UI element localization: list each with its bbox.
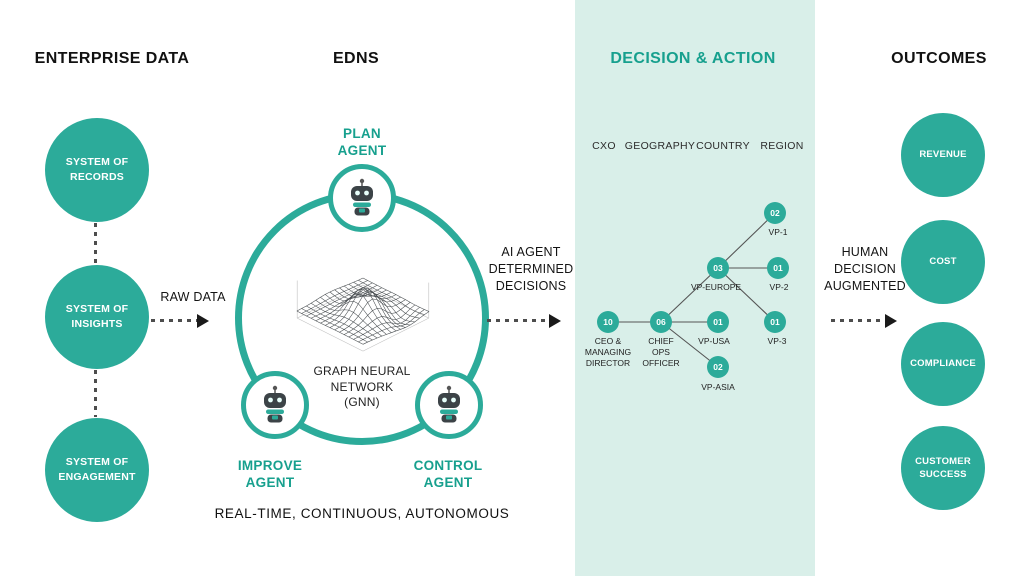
ai-agent-decisions-label: AI AGENT DETERMINED DECISIONS [488, 245, 574, 293]
outcome-revenue-label: REVENUE [919, 149, 967, 161]
tree-header-country: COUNTRY [696, 140, 750, 152]
edns-tagline: REAL-TIME, CONTINUOUS, AUTONOMOUS [214, 506, 510, 521]
org-label-vp-usa: VP-USA [698, 336, 730, 346]
edns-decision-arrow-line [487, 319, 549, 322]
human-decision-label: HUMAN DECISION AUGMENTED [824, 245, 906, 293]
raw-data-arrow-head [197, 314, 209, 328]
outcome-cost-circle: COST [901, 220, 985, 304]
org-node-vp-europe: 03 [707, 257, 729, 279]
org-node-vp-2: 01 [767, 257, 789, 279]
org-label-vp-europe: VP-EUROPE [690, 282, 742, 292]
header-decision-action: DECISION & ACTION [610, 50, 776, 67]
system-of-insights-circle: SYSTEM OF INSIGHTS [45, 265, 149, 369]
robot-icon [351, 178, 373, 216]
org-node-vp-asia: 02 [707, 356, 729, 378]
system-of-records-label: SYSTEM OF RECORDS [65, 156, 129, 183]
org-label-coo: CHIEF OPS OFFICER [642, 336, 680, 369]
org-label-vp-asia: VP-ASIA [701, 382, 735, 392]
system-of-insights-label: SYSTEM OF INSIGHTS [65, 303, 129, 330]
robot-icon [264, 385, 286, 423]
system-of-engagement-circle: SYSTEM OF ENGAGEMENT [45, 418, 149, 522]
org-node-vp-3: 01 [764, 311, 786, 333]
system-of-engagement-label: SYSTEM OF ENGAGEMENT [58, 456, 136, 483]
org-label-vp-3: VP-3 [767, 336, 787, 346]
decision-outcomes-arrow-line [831, 319, 885, 322]
control-agent-node [415, 371, 483, 439]
outcome-customer-success-circle: CUSTOMER SUCCESS [901, 426, 985, 510]
org-node-vp-usa: 01 [707, 311, 729, 333]
plan-agent-node [328, 164, 396, 232]
raw-data-arrow-line [151, 319, 197, 322]
raw-data-label: RAW DATA [160, 290, 226, 304]
records-insights-connector [94, 223, 97, 264]
edns-decision-arrow-head [549, 314, 561, 328]
org-node-coo: 06 [650, 311, 672, 333]
plan-agent-label: PLAN AGENT [337, 126, 387, 158]
outcome-revenue-circle: REVENUE [901, 113, 985, 197]
gnn-surface-plot [296, 277, 430, 352]
tree-header-region: REGION [760, 140, 804, 152]
org-label-vp-2: VP-2 [769, 282, 789, 292]
org-label-vp-1: VP-1 [768, 227, 788, 237]
outcome-customer-success-label: CUSTOMER SUCCESS [915, 455, 971, 480]
gnn-core-label: GRAPH NEURAL NETWORK (GNN) [313, 364, 411, 410]
insights-engagement-connector [94, 370, 97, 417]
outcome-cost-label: COST [929, 256, 957, 268]
tree-header-cxo: CXO [592, 140, 616, 152]
system-of-records-circle: SYSTEM OF RECORDS [45, 118, 149, 222]
org-label-ceo: CEO & MANAGING DIRECTOR [584, 336, 632, 369]
control-agent-label: CONTROL AGENT [413, 458, 483, 490]
outcome-compliance-label: COMPLIANCE [910, 358, 976, 370]
decision-outcomes-arrow-head [885, 314, 897, 328]
improve-agent-node [241, 371, 309, 439]
outcome-compliance-circle: COMPLIANCE [901, 322, 985, 406]
org-node-vp-1: 02 [764, 202, 786, 224]
plot-axes [296, 280, 430, 352]
header-outcomes: OUTCOMES [891, 50, 987, 67]
tree-header-geography: GEOGRAPHY [624, 140, 696, 152]
org-node-ceo: 10 [597, 311, 619, 333]
improve-agent-label: IMPROVE AGENT [237, 458, 303, 490]
robot-icon [438, 385, 460, 423]
header-edns: EDNS [332, 50, 380, 67]
header-enterprise-data: ENTERPRISE DATA [34, 50, 190, 67]
